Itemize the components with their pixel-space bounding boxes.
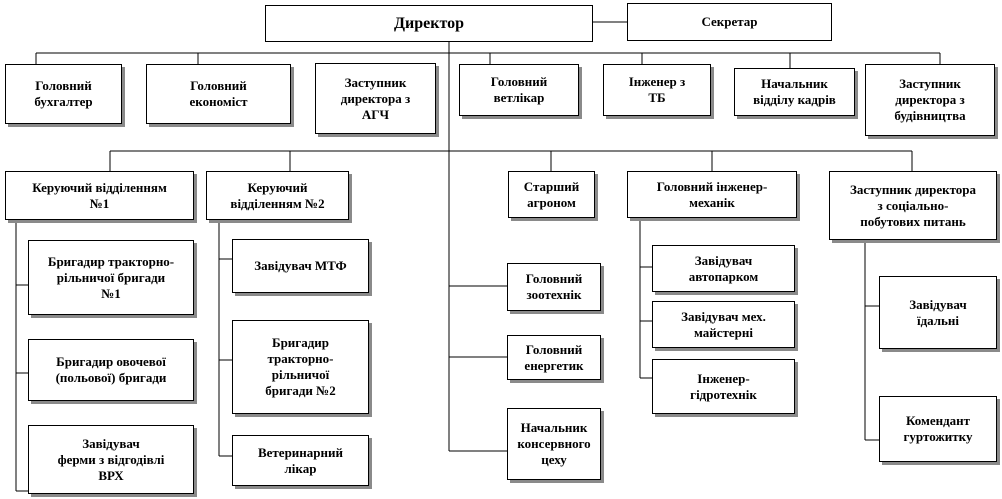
node-hydro-engineer: Інженер- гідротехнік [652,359,795,414]
node-workshop-head: Завідувач мех. майстерні [652,301,795,348]
node-chief-zootechnician: Головний зоотехнік [507,263,601,311]
node-deputy-director-construction: Заступник директора з будівництва [865,64,995,136]
node-hr-head: Начальник відділу кадрів [734,68,855,116]
node-chief-mechanical-engineer: Головний інженер- механік [627,171,797,218]
node-safety-engineer: Інженер з ТБ [603,64,711,116]
node-canteen-head: Завідувач їдальні [879,276,997,349]
node-chief-power-engineer: Головний енергетик [507,335,601,380]
node-cattle-farm-head: Завідувач ферми з відгодівлі ВРХ [28,425,194,494]
node-cannery-head: Начальник консервного цеху [507,408,601,480]
node-chief-accountant: Головний бухгалтер [5,64,122,124]
node-director: Директор [265,5,593,42]
node-field-brigade-2: Бригадир тракторно- рільничої бригади №2 [232,320,369,414]
node-dairy-farm-head: Завідувач МТФ [232,239,369,293]
node-dept1-manager: Керуючий відділенням №1 [5,171,194,220]
node-deputy-director-agch: Заступник директора з АГЧ [315,63,436,134]
node-dept2-manager: Керуючий відділенням №2 [206,171,349,220]
node-chief-economist: Головний економіст [146,64,291,124]
node-dorm-commandant: Комендант гуртожитку [879,396,997,462]
node-motor-pool-head: Завідувач автопарком [652,245,795,292]
node-chief-vet: Головний ветлікар [459,64,579,116]
node-senior-agronomist: Старший агроном [508,171,595,218]
node-deputy-social: Заступник директора з соціально- побутов… [829,171,997,240]
node-field-brigade-1: Бригадир тракторно- рільничої бригади №1 [28,240,194,315]
node-veterinarian: Ветеринарний лікар [232,435,369,486]
node-vegetable-brigade: Бригадир овочевої (польової) бригади [28,339,194,401]
node-secretary: Секретар [627,3,832,41]
